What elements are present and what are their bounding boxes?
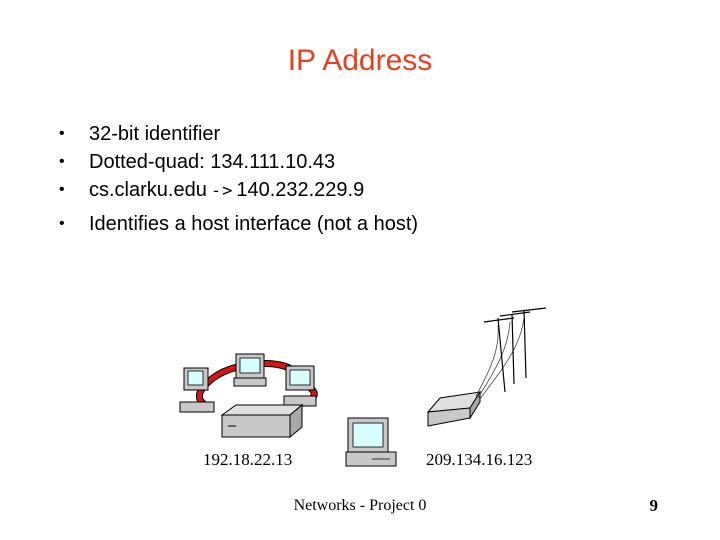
- bullet-text: Dotted-quad: 134.111.10.43: [89, 151, 336, 173]
- footer-text: Networks - Project 0: [293, 497, 427, 514]
- slide-title: IP Address: [287, 44, 433, 77]
- bullet-text: Identifies a host interface (not a host): [89, 213, 419, 235]
- bullet-item: • 32-bit identifier: [55, 120, 418, 148]
- phone-lines: [475, 317, 525, 400]
- left-ip-label: 192.18.22.13: [203, 450, 293, 469]
- right-ip-label: 209.134.16.123: [426, 450, 533, 469]
- computer-icon: [233, 353, 267, 387]
- utility-pole-icon: [483, 307, 547, 393]
- hub-icon: [220, 403, 304, 439]
- router-icon: [426, 390, 481, 427]
- computer-icon: [179, 367, 215, 413]
- bullet-item: • cs.clarku.edu->140.232.229.9: [55, 176, 418, 204]
- slide-footer: Networks - Project 0: [0, 497, 720, 515]
- bullet-dot: •: [59, 125, 65, 142]
- bullet-text: 32-bit identifier: [89, 123, 221, 145]
- bullet-text-hostname: cs.clarku.edu: [89, 179, 207, 201]
- bullet-text-address: 140.232.229.9: [236, 179, 365, 201]
- computer-icon: [283, 365, 317, 407]
- arrow-symbol: ->: [210, 181, 234, 201]
- bullet-item: • Dotted-quad: 134.111.10.43: [55, 148, 418, 176]
- bullet-dot: •: [59, 181, 65, 198]
- page-number: 9: [649, 496, 659, 515]
- bullet-dot: •: [59, 153, 65, 170]
- bullet-list: • 32-bit identifier • Dotted-quad: 134.111…: [55, 120, 418, 238]
- bullet-dot: •: [59, 215, 65, 232]
- computer-icon: [345, 417, 397, 467]
- bullet-item: • Identifies a host interface (not a host…: [55, 210, 418, 238]
